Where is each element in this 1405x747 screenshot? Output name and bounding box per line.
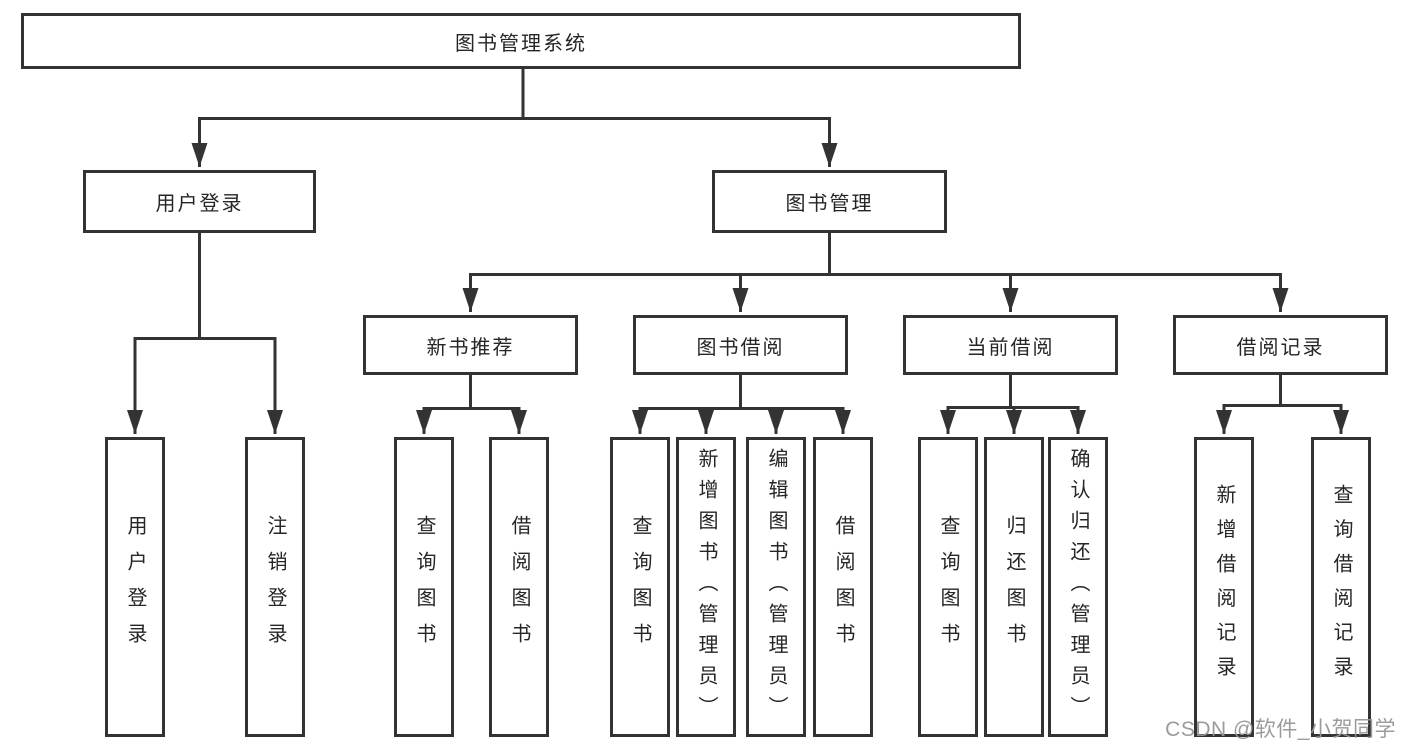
leaf-return-books: 归还图书 <box>984 437 1044 737</box>
node-book-management: 图书管理 <box>712 170 947 233</box>
node-user-login-label: 用户登录 <box>155 193 244 215</box>
leaf-add-borrow-record: 新增借阅记录 <box>1194 437 1254 737</box>
node-book-borrow-label: 图书借阅 <box>696 336 785 359</box>
connector-book-management-to-level3 <box>462 233 1289 312</box>
leaf-edit-books-admin-label: 编辑图书（管理员） <box>765 447 787 727</box>
node-borrow-records: 借阅记录 <box>1173 315 1388 375</box>
leaf-query-books-current: 查询图书 <box>918 437 978 737</box>
leaf-query-books-borrow-label: 查询图书 <box>629 515 651 659</box>
leaf-user-login-op-label: 用户登录 <box>124 515 146 659</box>
node-new-book-recommend: 新书推荐 <box>363 315 578 375</box>
connector-root-to-level2 <box>191 69 838 167</box>
node-borrow-records-label: 借阅记录 <box>1236 336 1325 359</box>
leaf-confirm-return-admin: 确认归还（管理员） <box>1048 437 1108 737</box>
leaf-borrow-books: 借阅图书 <box>813 437 873 737</box>
leaf-add-books-admin-label: 新增图书（管理员） <box>695 447 717 727</box>
leaf-add-books-admin: 新增图书（管理员） <box>676 437 736 737</box>
node-current-borrow: 当前借阅 <box>903 315 1118 375</box>
node-new-book-recommend-label: 新书推荐 <box>426 336 515 359</box>
leaf-query-books-borrow: 查询图书 <box>610 437 670 737</box>
leaf-query-borrow-record-label: 查询借阅记录 <box>1330 483 1352 691</box>
connector-user-login-to-leaves <box>127 233 283 434</box>
leaf-user-login-op: 用户登录 <box>105 437 165 737</box>
leaf-query-books-current-label: 查询图书 <box>937 515 959 659</box>
connector-book-borrow-to-leaves <box>632 375 851 434</box>
leaf-query-borrow-record: 查询借阅记录 <box>1311 437 1371 737</box>
leaf-borrow-books-recommend: 借阅图书 <box>489 437 549 737</box>
leaf-query-books-recommend: 查询图书 <box>394 437 454 737</box>
node-current-borrow-label: 当前借阅 <box>966 336 1055 359</box>
node-user-login: 用户登录 <box>83 170 316 233</box>
connector-current-borrow-to-leaves <box>940 375 1086 434</box>
connector-borrow-records-to-leaves <box>1216 375 1349 434</box>
connector-new-book-recommend-to-leaves <box>416 375 527 434</box>
node-book-borrow: 图书借阅 <box>633 315 848 375</box>
watermark: CSDN @软件_小贺同学 <box>1165 718 1396 741</box>
leaf-query-books-recommend-label: 查询图书 <box>413 515 435 659</box>
leaf-return-books-label: 归还图书 <box>1003 515 1025 659</box>
node-root-label: 图书管理系统 <box>455 32 587 55</box>
leaf-add-borrow-record-label: 新增借阅记录 <box>1213 483 1235 691</box>
leaf-logout-op: 注销登录 <box>245 437 305 737</box>
leaf-borrow-books-recommend-label: 借阅图书 <box>508 515 530 659</box>
leaf-borrow-books-label: 借阅图书 <box>832 515 854 659</box>
leaf-confirm-return-admin-label: 确认归还（管理员） <box>1067 447 1089 727</box>
node-root: 图书管理系统 <box>21 13 1021 69</box>
leaf-edit-books-admin: 编辑图书（管理员） <box>746 437 806 737</box>
node-book-management-label: 图书管理 <box>785 193 874 215</box>
leaf-logout-op-label: 注销登录 <box>264 515 286 659</box>
